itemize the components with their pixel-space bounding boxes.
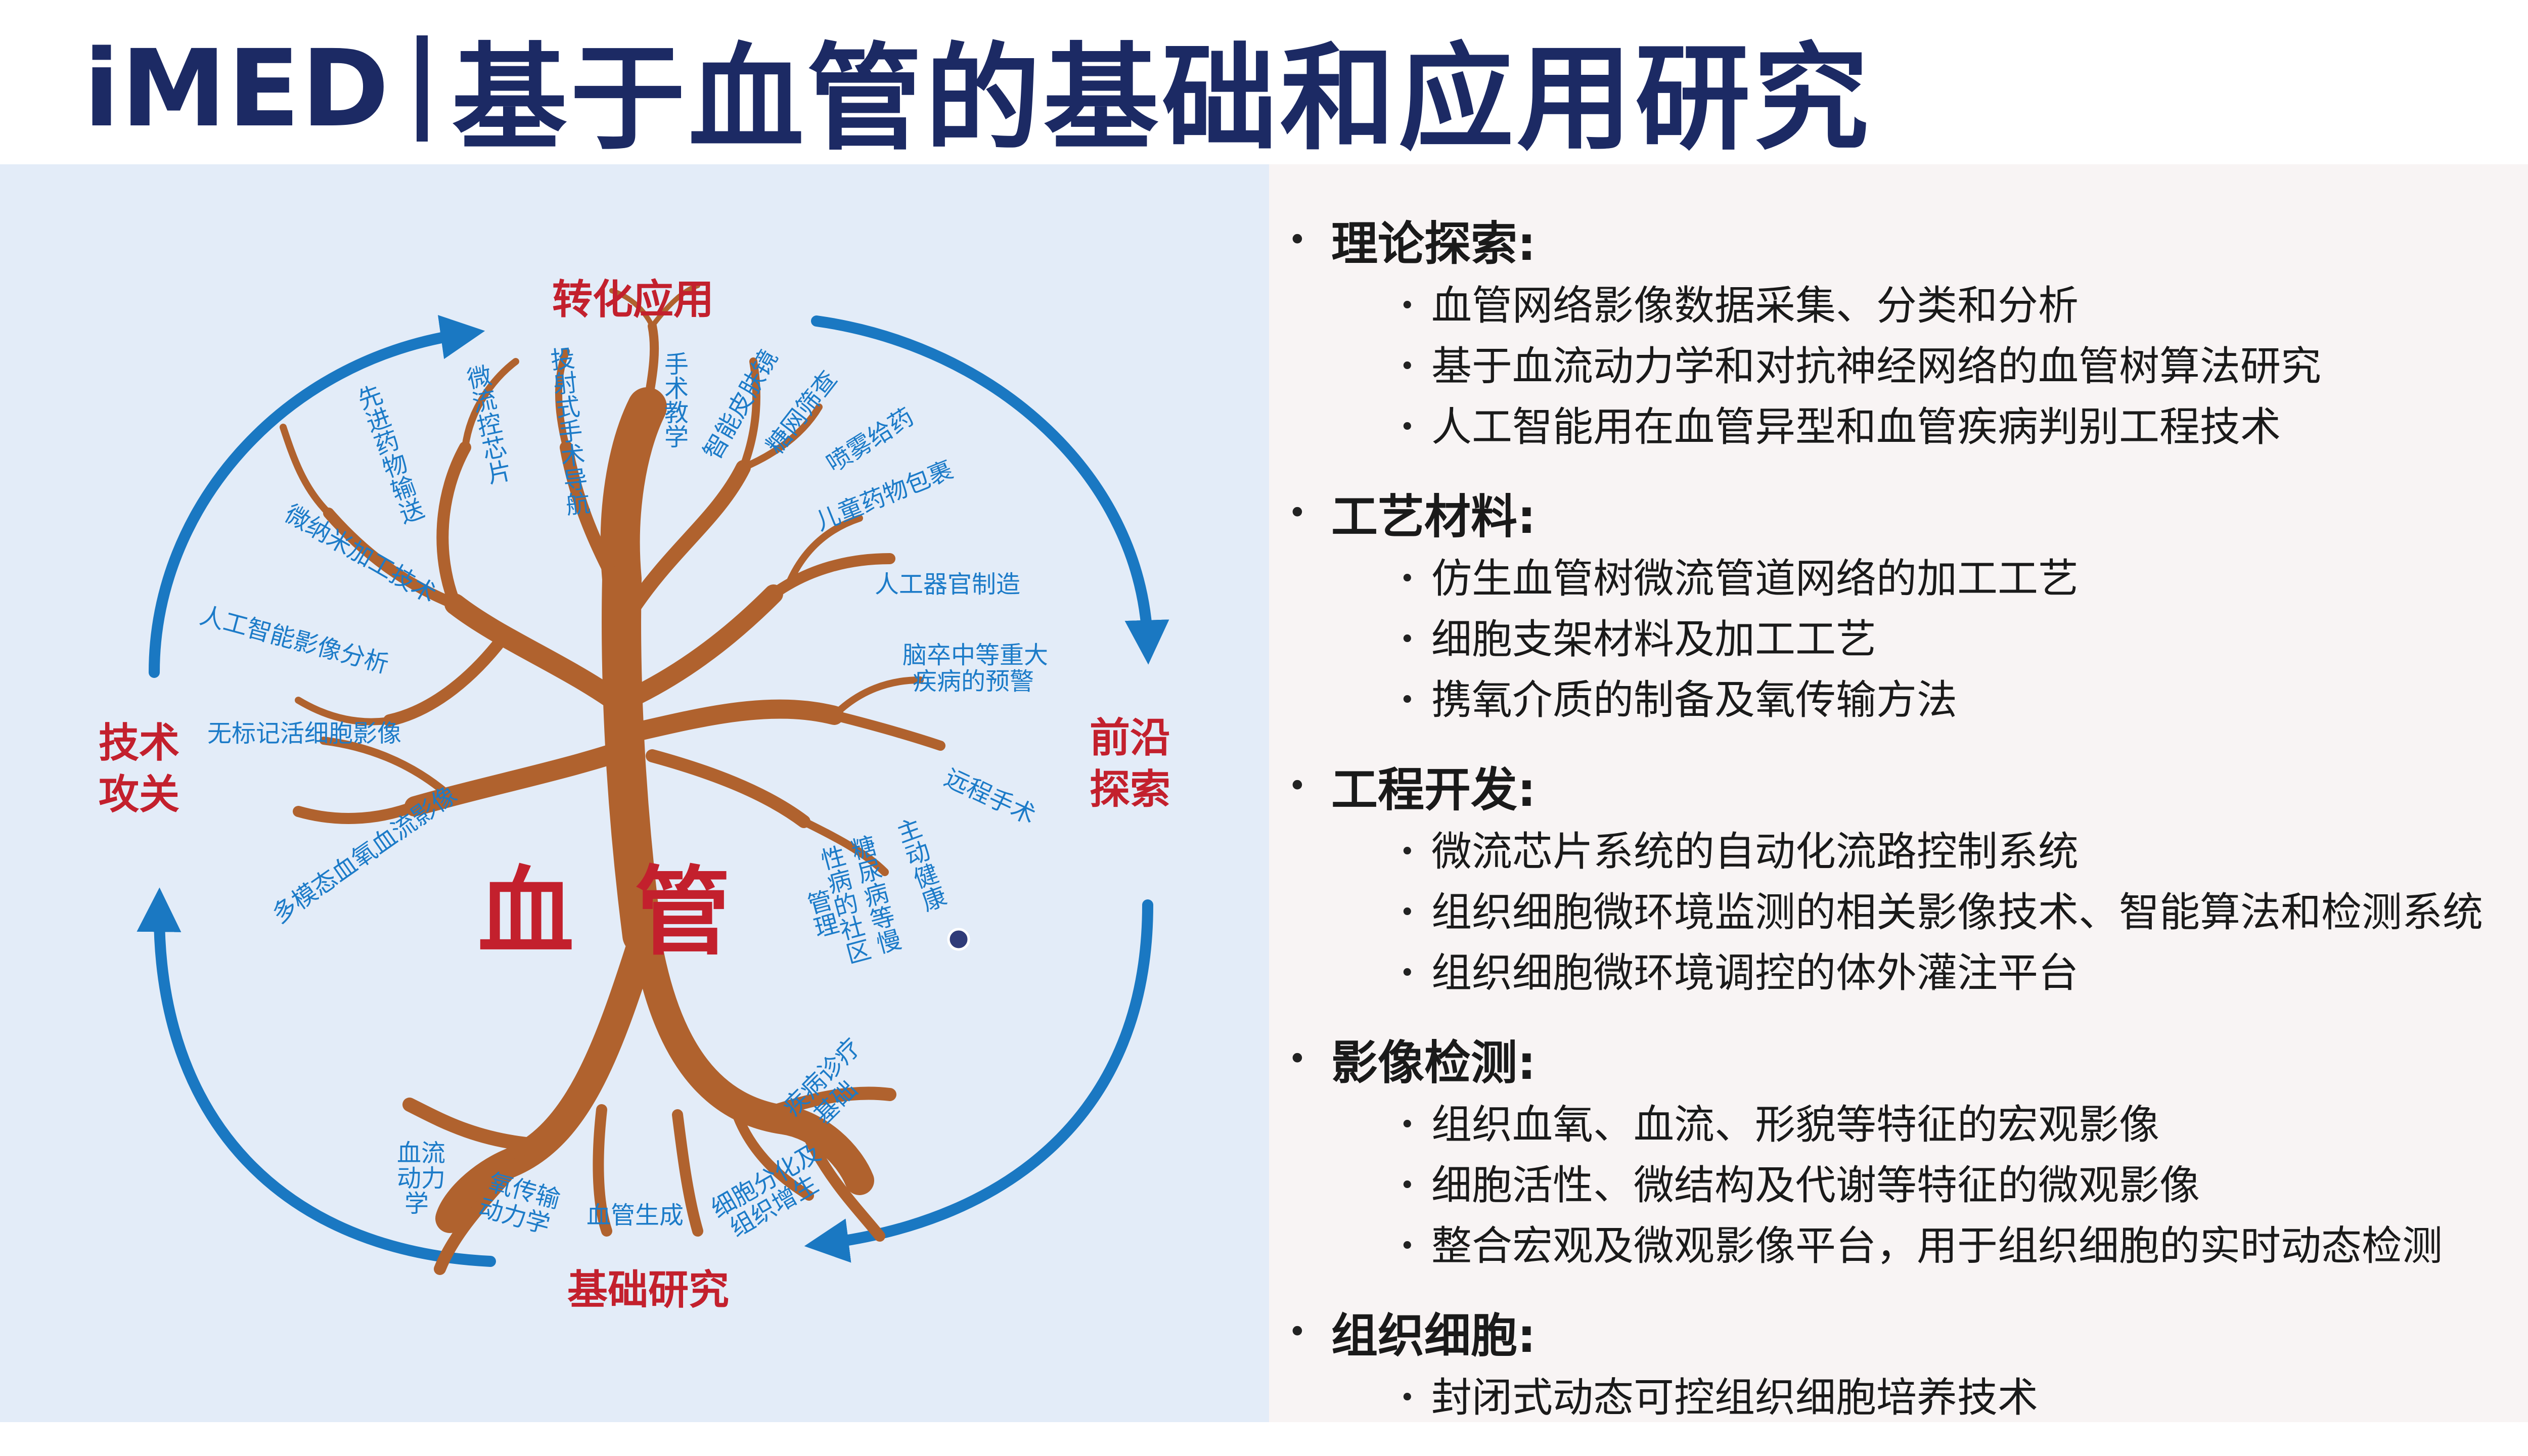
brand-logo-text: iMED: [83, 26, 390, 151]
vessel-tree-diagram: [137, 283, 1169, 1275]
label-translation: 转化应用: [552, 276, 714, 323]
list-item: • 整合宏观及微观影像平台，用于组织细胞的实时动态检测: [1331, 1216, 2528, 1277]
branch-label: 血流: [397, 1139, 446, 1167]
pointer-dot: [947, 928, 970, 951]
item-bullet-icon: •: [1400, 897, 1415, 928]
item-bullet-icon: •: [1400, 1383, 1415, 1413]
branch-label: 人工器官制造: [875, 570, 1021, 599]
section-title: 影像检测:: [1331, 1036, 1536, 1090]
label-frontier-line2: 探索: [1090, 766, 1170, 813]
list-item-text: 组织细胞微环境监测的相关影像技术、智能算法和检测系统: [1431, 889, 2483, 936]
arrow-bottom-to-left: [137, 887, 496, 1267]
section-theory: • 理论探索: • 血管网络影像数据采集、分类和分析 • 基于血流动力学和对抗神经网…: [1269, 212, 2528, 458]
list-item: • 微流芯片系统的自动化流路控制系统: [1331, 822, 2528, 882]
list-item-text: 整合宏观及微观影像平台，用于组织细胞的实时动态检测: [1431, 1222, 2443, 1269]
list-item: • 携氧介质的制备及氧传输方法: [1331, 670, 2528, 731]
section-bullet-icon: •: [1288, 494, 1307, 532]
section-title: 工艺材料:: [1331, 490, 1536, 544]
section-bullet-icon: •: [1288, 1313, 1307, 1351]
cycle-arrows: [137, 315, 1169, 1267]
list-item: • 细胞活性、微结构及代谢等特征的微观影像: [1331, 1155, 2528, 1216]
label-frontier-line1: 前沿: [1090, 714, 1170, 761]
list-item-text: 仿生血管树微流管道网络的加工工艺: [1431, 555, 2079, 602]
list-item-text: 人工智能用在血管异型和血管疾病判别工程技术: [1431, 403, 2281, 450]
arrow-left-to-top: [149, 315, 485, 678]
item-bullet-icon: •: [1400, 1110, 1415, 1140]
section-bullet-icon: •: [1288, 1040, 1307, 1078]
section-title: 工程开发:: [1331, 763, 1536, 817]
item-bullet-icon: •: [1400, 958, 1415, 988]
branch-label: 学: [404, 1190, 429, 1218]
branch-label: 疾病的预警: [913, 667, 1034, 696]
section-tissue-cells: • 组织细胞: • 封闭式动态可控组织细胞培养技术: [1269, 1304, 2528, 1428]
list-item: • 细胞支架材料及加工工艺: [1331, 609, 2528, 670]
branch-label: 脑卒中等重大: [902, 641, 1049, 669]
label-basic-research: 基础研究: [567, 1266, 729, 1313]
item-bullet-icon: •: [1400, 624, 1415, 655]
label-tech-line2: 攻关: [99, 771, 179, 818]
list-item: • 基于血流动力学和对抗神经网络的血管树算法研究: [1331, 336, 2528, 397]
list-item-text: 封闭式动态可控组织细胞培养技术: [1431, 1374, 2038, 1421]
list-item: • 血管网络影像数据采集、分类和分析: [1331, 276, 2528, 336]
list-item: • 人工智能用在血管异型和血管疾病判别工程技术: [1331, 397, 2528, 458]
item-bullet-icon: •: [1400, 837, 1415, 867]
item-bullet-icon: •: [1400, 685, 1415, 715]
list-item: • 组织血氧、血流、形貌等特征的宏观影像: [1331, 1095, 2528, 1155]
vessel-char-1: 血: [478, 856, 574, 968]
branch-label: 无标记活细胞影像: [207, 719, 402, 748]
list-item: • 封闭式动态可控组织细胞培养技术: [1331, 1368, 2528, 1428]
list-item-text: 血管网络影像数据采集、分类和分析: [1431, 282, 2079, 329]
research-list-panel: • 理论探索: • 血管网络影像数据采集、分类和分析 • 基于血流动力学和对抗神经网…: [1269, 164, 2528, 1422]
title-text: 基于血管的基础和应用研究: [452, 31, 1872, 166]
section-materials: • 工艺材料: • 仿生血管树微流管道网络的加工工艺 • 细胞支架材料及加工工艺 •…: [1269, 485, 2528, 731]
tree-icon: [280, 283, 945, 1275]
list-item-text: 细胞支架材料及加工工艺: [1431, 616, 1876, 663]
item-bullet-icon: •: [1400, 351, 1415, 382]
vessel-char-2: 管: [635, 856, 731, 968]
list-item: • 组织细胞微环境调控的体外灌注平台: [1331, 943, 2528, 1004]
section-bullet-icon: •: [1288, 767, 1307, 805]
item-bullet-icon: •: [1400, 412, 1415, 442]
list-item-text: 组织血氧、血流、形貌等特征的宏观影像: [1431, 1101, 2159, 1148]
page-title: iMED 基于血管的基础和应用研究: [83, 15, 1872, 166]
branch-label: 动力: [397, 1164, 446, 1193]
list-item-text: 组织细胞微环境调控的体外灌注平台: [1431, 949, 2079, 996]
list-item: • 组织细胞微环境监测的相关影像技术、智能算法和检测系统: [1331, 882, 2528, 943]
item-bullet-icon: •: [1400, 1231, 1415, 1261]
label-tech-line1: 技术: [99, 719, 179, 766]
item-bullet-icon: •: [1400, 1170, 1415, 1201]
section-title: 理论探索:: [1331, 217, 1536, 271]
section-engineering: • 工程开发: • 微流芯片系统的自动化流路控制系统 • 组织细胞微环境监测的相关影…: [1269, 758, 2528, 1004]
arrow-top-to-right: [811, 315, 1169, 665]
section-imaging: • 影像检测: • 组织血氧、血流、形貌等特征的宏观影像 • 细胞活性、微结构及代谢…: [1269, 1031, 2528, 1277]
list-item-text: 基于血流动力学和对抗神经网络的血管树算法研究: [1431, 343, 2321, 390]
item-bullet-icon: •: [1400, 291, 1415, 321]
arrow-right-to-bottom: [804, 899, 1153, 1263]
section-title: 组织细胞:: [1331, 1309, 1536, 1363]
item-bullet-icon: •: [1400, 564, 1415, 594]
section-list: • 理论探索: • 血管网络影像数据采集、分类和分析 • 基于血流动力学和对抗神经网…: [1269, 212, 2528, 1456]
branch-label: 血管生成: [586, 1201, 684, 1230]
list-item-text: 细胞活性、微结构及代谢等特征的微观影像: [1431, 1162, 2200, 1209]
list-item-text: 携氧介质的制备及氧传输方法: [1431, 676, 1957, 723]
branch-label: 手术教学: [660, 351, 688, 448]
title-divider: [416, 35, 428, 142]
list-item: • 仿生血管树微流管道网络的加工工艺: [1331, 549, 2528, 609]
section-bullet-icon: •: [1288, 221, 1307, 259]
list-item-text: 微流芯片系统的自动化流路控制系统: [1431, 828, 2079, 875]
